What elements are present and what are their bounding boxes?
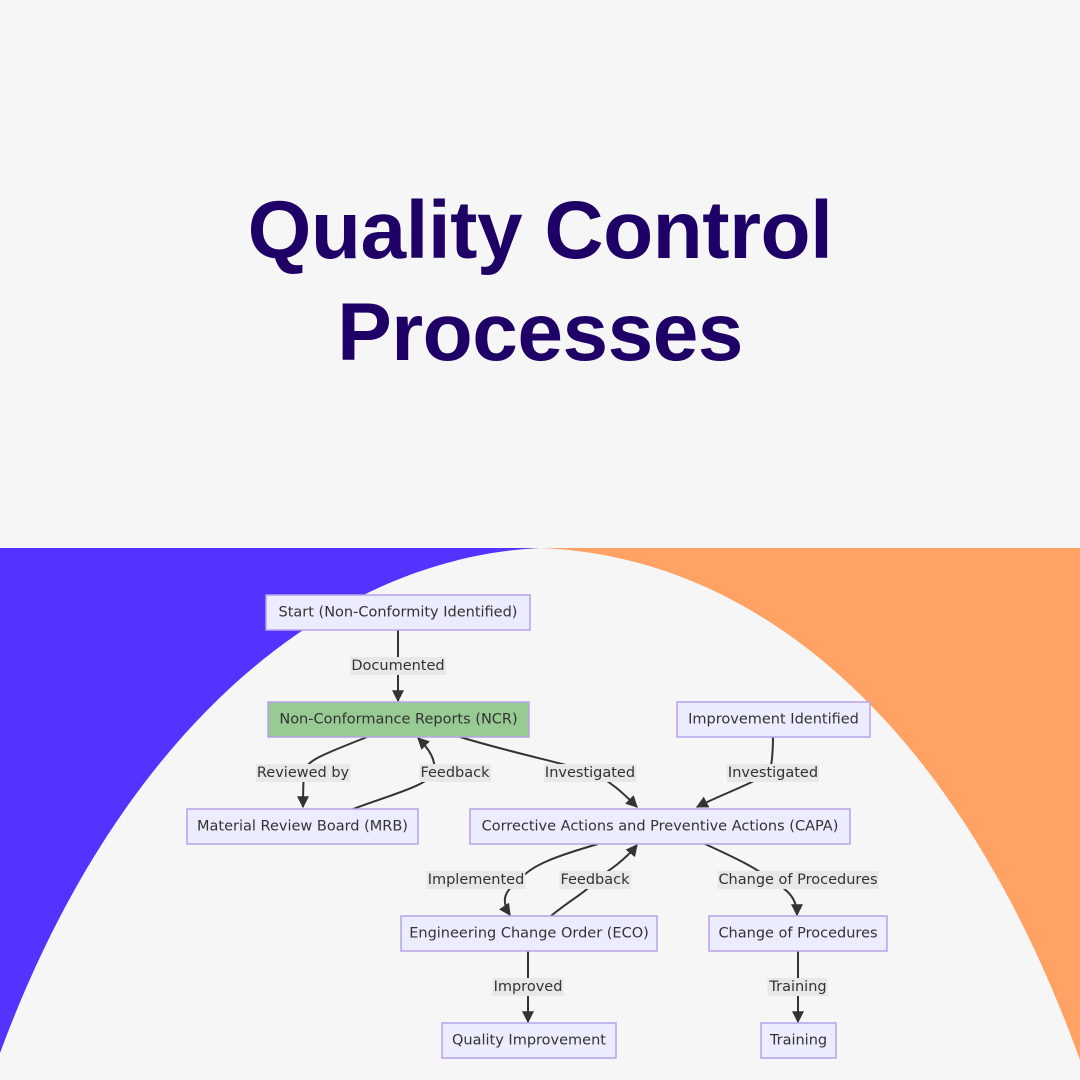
edge-label-bg bbox=[426, 871, 526, 889]
node-label: Training bbox=[769, 1033, 827, 1049]
node-capa[interactable]: Corrective Actions and Preventive Action… bbox=[469, 808, 851, 845]
edge-label-bg bbox=[543, 764, 637, 782]
node-label: Change of Procedures bbox=[718, 926, 877, 942]
edge-label: Investigated bbox=[543, 764, 637, 782]
edge-label: Investigated bbox=[726, 764, 820, 782]
edge-label-text: Feedback bbox=[420, 765, 490, 781]
edge-label: Feedback bbox=[419, 764, 492, 782]
node-eco[interactable]: Engineering Change Order (ECO) bbox=[400, 915, 658, 952]
edge-label: Change of Procedures bbox=[717, 871, 879, 889]
node-label: Start (Non-Conformity Identified) bbox=[279, 605, 518, 621]
node-box bbox=[469, 808, 851, 845]
node-box bbox=[441, 1022, 617, 1059]
edge-label-text: Investigated bbox=[728, 765, 818, 781]
node-cop[interactable]: Change of Procedures bbox=[708, 915, 888, 952]
edge-label: Feedback bbox=[559, 871, 632, 889]
node-box bbox=[265, 594, 531, 631]
edge-label: Training bbox=[767, 978, 828, 996]
node-label: Quality Improvement bbox=[452, 1033, 606, 1049]
page-title: Quality Control Processes bbox=[0, 180, 1080, 384]
edge-label-text: Feedback bbox=[560, 872, 630, 888]
node-box bbox=[267, 701, 530, 738]
left-blue-wedge bbox=[0, 548, 540, 1053]
edge-label-text: Documented bbox=[351, 658, 444, 674]
edge-label-bg bbox=[767, 978, 828, 996]
edge-label: Implemented bbox=[426, 871, 526, 889]
edge-label: Improved bbox=[492, 978, 564, 996]
edge-label-text: Change of Procedures bbox=[718, 872, 877, 888]
edge-label-text: Implemented bbox=[428, 872, 525, 888]
node-improve-id[interactable]: Improvement Identified bbox=[676, 701, 871, 738]
node-training[interactable]: Training bbox=[760, 1022, 837, 1059]
edge-label-text: Improved bbox=[494, 979, 563, 995]
edge-label-text: Reviewed by bbox=[257, 765, 350, 781]
edge-label-text: Investigated bbox=[545, 765, 635, 781]
edge-label-bg bbox=[559, 871, 632, 889]
edge-label-bg bbox=[492, 978, 564, 996]
node-ncr[interactable]: Non-Conformance Reports (NCR) bbox=[267, 701, 530, 738]
edge-label-bg bbox=[350, 657, 446, 675]
title-line-2: Processes bbox=[337, 287, 743, 378]
edge-label-bg bbox=[419, 764, 492, 782]
edge-label-bg bbox=[717, 871, 879, 889]
decorative-background bbox=[0, 548, 1080, 1060]
node-label: Improvement Identified bbox=[688, 712, 859, 728]
edge-label-bg bbox=[255, 764, 351, 782]
node-mrb[interactable]: Material Review Board (MRB) bbox=[186, 808, 419, 845]
edge-label: Reviewed by bbox=[255, 764, 351, 782]
edge-label-text: Training bbox=[768, 979, 826, 995]
node-box bbox=[676, 701, 871, 738]
node-box bbox=[400, 915, 658, 952]
node-start[interactable]: Start (Non-Conformity Identified) bbox=[265, 594, 531, 631]
title-line-1: Quality Control bbox=[247, 185, 833, 276]
node-qi[interactable]: Quality Improvement bbox=[441, 1022, 617, 1059]
node-label: Corrective Actions and Preventive Action… bbox=[482, 819, 839, 835]
node-box bbox=[186, 808, 419, 845]
edge-label: Documented bbox=[350, 657, 446, 675]
node-label: Engineering Change Order (ECO) bbox=[409, 926, 649, 942]
edge-label-bg bbox=[726, 764, 820, 782]
node-label: Material Review Board (MRB) bbox=[197, 819, 408, 835]
node-box bbox=[708, 915, 888, 952]
right-orange-wedge bbox=[540, 548, 1080, 1060]
node-box bbox=[760, 1022, 837, 1059]
node-label: Non-Conformance Reports (NCR) bbox=[279, 712, 517, 728]
